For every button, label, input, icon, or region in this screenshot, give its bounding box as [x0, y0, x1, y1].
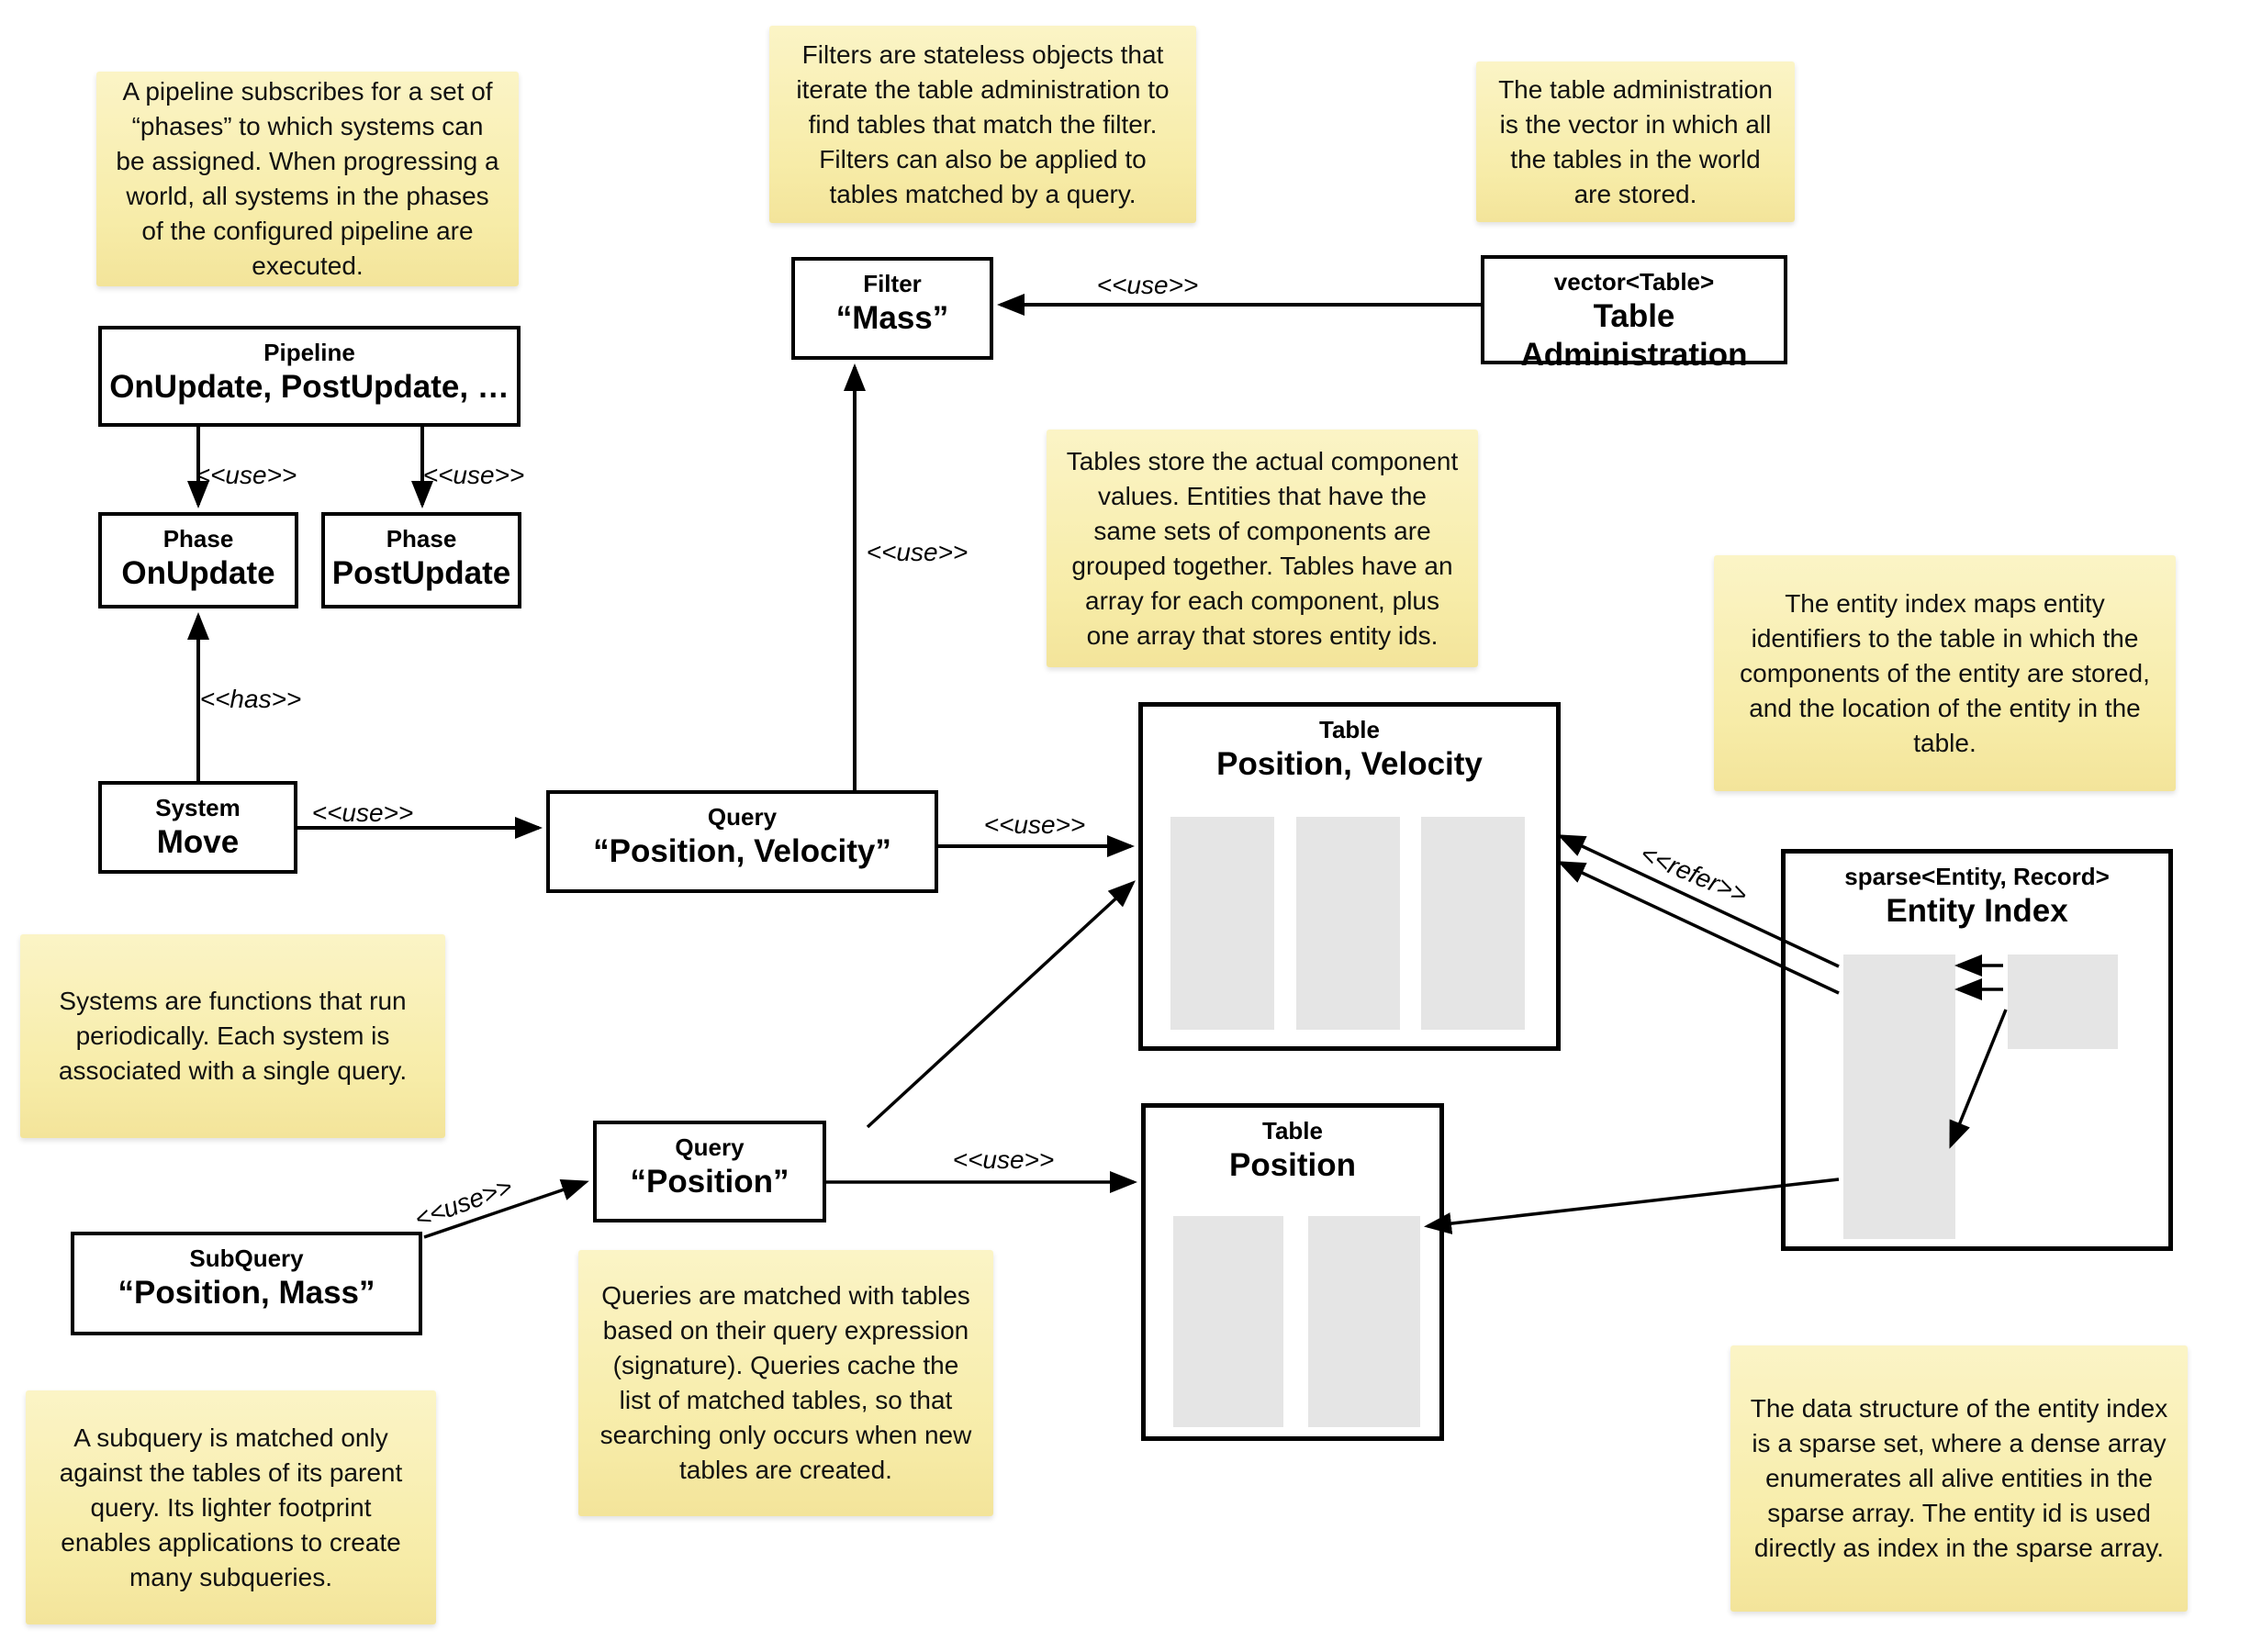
node-system-move-stereotype: System [155, 794, 241, 821]
node-subquery-label: “Position, Mass” [118, 1275, 375, 1311]
note-subquery: A subquery is matched only against the t… [26, 1390, 436, 1624]
node-table-p-label: Position [1228, 1147, 1357, 1183]
node-phase-postupdate-stereotype: Phase [386, 525, 457, 553]
edge-label-use: <<use>> [422, 461, 525, 489]
node-system-move: System Move [98, 781, 297, 874]
node-subquery-position-mass: SubQuery “Position, Mass” [71, 1232, 422, 1335]
component-array-1 [1173, 1216, 1283, 1427]
node-pipeline-stereotype: Pipeline [263, 339, 355, 366]
node-entity-index-label: Entity Index [1886, 893, 2068, 929]
node-query-pv-stereotype: Query [707, 803, 778, 831]
node-table-admin-label: Table Administration [1520, 298, 1748, 373]
note-pipeline: A pipeline subscribes for a set of “phas… [96, 72, 519, 286]
node-phase-onupdate: Phase OnUpdate [98, 512, 298, 608]
node-table-p-stereotype: Table [1262, 1117, 1323, 1144]
component-array-3 [1421, 817, 1525, 1030]
node-system-move-label: Move [156, 824, 240, 860]
node-filter-label: “Mass” [835, 300, 949, 336]
edge-label-use: <<use>> [410, 1172, 517, 1234]
note-sparse-set: The data structure of the entity index i… [1730, 1345, 2188, 1612]
sparse-array [1843, 954, 1955, 1239]
node-phase-postupdate-label: PostUpdate [331, 555, 511, 591]
node-phase-postupdate: Phase PostUpdate [321, 512, 521, 608]
node-table-pv-label: Position, Velocity [1216, 746, 1483, 782]
node-query-position-velocity: Query “Position, Velocity” [546, 790, 938, 893]
component-array-2 [1308, 1216, 1420, 1427]
node-filter-mass: Filter “Mass” [791, 257, 993, 360]
node-table-administration: vector<Table> Table Administration [1481, 255, 1787, 373]
note-tables: Tables store the actual component values… [1047, 430, 1478, 667]
node-query-position: Query “Position” [593, 1121, 826, 1222]
node-pipeline-label: OnUpdate, PostUpdate, … [109, 369, 510, 405]
node-subquery-stereotype: SubQuery [189, 1245, 304, 1272]
node-query-p-stereotype: Query [675, 1133, 745, 1161]
note-queries: Queries are matched with tables based on… [578, 1250, 993, 1516]
node-table-position: Table Position [1141, 1103, 1444, 1441]
node-filter-stereotype: Filter [863, 270, 922, 297]
node-table-pv-stereotype: Table [1319, 716, 1380, 743]
edge-label-refer: <<refer>> [1636, 839, 1752, 910]
node-entity-index-stereotype: sparse<Entity, Record> [1844, 863, 2110, 890]
node-phase-onupdate-stereotype: Phase [162, 525, 234, 553]
node-query-pv-label: “Position, Velocity” [593, 833, 891, 869]
note-filters: Filters are stateless objects that itera… [769, 26, 1196, 223]
node-phase-onupdate-label: OnUpdate [121, 555, 275, 591]
edge-label-use: <<use>> [983, 810, 1086, 839]
edge-label-use: <<use>> [195, 461, 297, 489]
node-table-admin-stereotype: vector<Table> [1553, 268, 1715, 296]
edge-label-has: <<has>> [199, 685, 302, 713]
component-array-1 [1170, 817, 1274, 1030]
node-entity-index: sparse<Entity, Record> Entity Index [1781, 849, 2173, 1251]
note-entity-index: The entity index maps entity identifiers… [1714, 555, 2176, 791]
node-table-position-velocity: Table Position, Velocity [1138, 702, 1561, 1051]
edge-label-use: <<use>> [311, 798, 414, 827]
dense-array [2008, 954, 2118, 1049]
note-systems: Systems are functions that run periodica… [20, 934, 445, 1138]
note-table-administration: The table administration is the vector i… [1476, 61, 1795, 222]
edge-label-use: <<use>> [1096, 271, 1199, 299]
component-array-2 [1296, 817, 1400, 1030]
node-query-p-label: “Position” [630, 1164, 789, 1200]
edge-label-use: <<use>> [952, 1145, 1055, 1174]
edge-label-use: <<use>> [866, 538, 969, 566]
node-pipeline: Pipeline OnUpdate, PostUpdate, … [98, 326, 521, 427]
